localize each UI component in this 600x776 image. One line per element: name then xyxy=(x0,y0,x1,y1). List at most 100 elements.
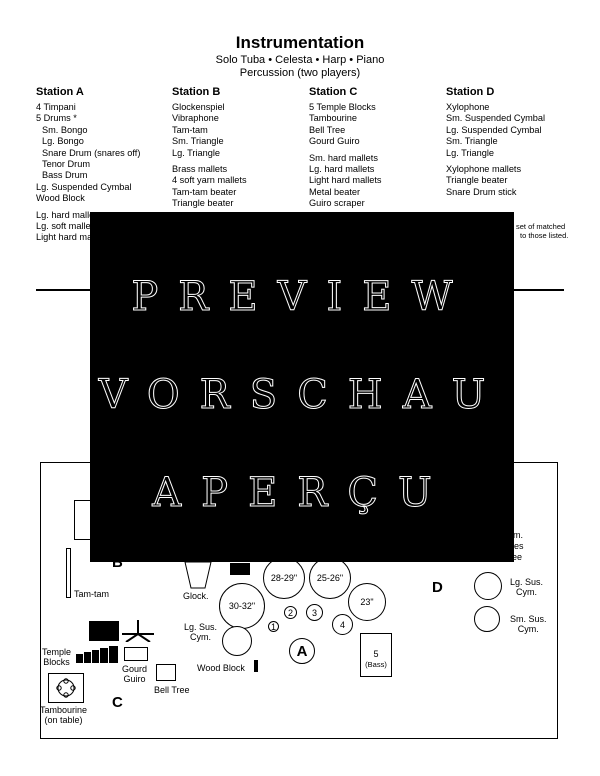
list-item: Guiro scraper xyxy=(309,198,365,209)
station-b-list: Station B Glockenspiel Vibraphone Tam-ta… xyxy=(172,86,247,210)
drum-2: 2 xyxy=(284,606,297,619)
station-c-title: Station C xyxy=(309,86,358,98)
timpani-3: 30-32" xyxy=(219,583,265,629)
station-a-title: Station A xyxy=(36,86,84,98)
list-item: Tenor Drum xyxy=(42,159,90,170)
letter-b: B xyxy=(112,554,123,571)
list-item: 5 Drums * xyxy=(36,113,77,124)
list-item: 4 soft yarn mallets xyxy=(172,175,247,186)
preview-watermark-overlay: PREVIEW VORSCHAU APERÇU xyxy=(90,212,514,562)
timpani-4: 23" xyxy=(348,583,386,621)
wood-block-label: Wood Block xyxy=(197,663,245,673)
tambourine-table xyxy=(48,673,84,703)
temple-block-4 xyxy=(100,648,108,663)
list-item: Lg. Suspended Cymbal xyxy=(446,124,542,135)
list-item: Bell Tree xyxy=(309,124,346,135)
list-item: Sm. Triangle xyxy=(446,136,498,147)
letter-c: C xyxy=(112,694,123,711)
drum-4: 4 xyxy=(332,614,353,635)
wood-block-shape xyxy=(254,660,258,672)
temple-block-1 xyxy=(76,654,83,663)
list-item: Gourd Guiro xyxy=(309,136,360,147)
list-item: Light hard mallets xyxy=(309,175,382,186)
list-item: Brass mallets xyxy=(172,164,228,175)
list-item: Tam-tam beater xyxy=(172,186,237,197)
tamtam-label: Tam-tam xyxy=(74,589,110,599)
footnote-line2: to those listed. xyxy=(520,231,569,240)
subtitle-percussion: Percussion (two players) xyxy=(239,67,361,79)
list-item: Sm. hard mallets xyxy=(309,152,378,163)
station-c-table xyxy=(89,621,119,641)
lg-sus-cym-d xyxy=(474,572,502,600)
watermark-vorschau: VORSCHAU xyxy=(98,372,506,419)
station-d-list: Station D Xylophone Sm. Suspended Cymbal… xyxy=(446,86,545,198)
station-d-title: Station D xyxy=(446,86,495,98)
list-item: Lg. Bongo xyxy=(42,136,84,147)
list-item: Sm. Triangle xyxy=(172,136,224,147)
drum-5-label: 5 xyxy=(373,649,379,659)
glockenspiel-shape xyxy=(184,561,212,589)
lg-sus-cym-d-label: Lg. Sus. Cym. xyxy=(510,577,544,597)
list-item: Lg. soft mallets xyxy=(36,221,98,232)
list-item: Sm. Suspended Cymbal xyxy=(446,113,546,124)
sm-sus-cym-d xyxy=(474,606,500,632)
list-item: Triangle beater xyxy=(172,198,234,209)
list-item: Xylophone mallets xyxy=(446,164,522,175)
list-item: Metal beater xyxy=(309,186,361,197)
partial-label-1: Sm. xyxy=(507,530,524,540)
list-item: Glockenspiel xyxy=(172,102,225,112)
sm-sus-cym-d-label: Sm. Sus. Cym. xyxy=(510,614,547,634)
drum-1: 1 xyxy=(268,621,279,632)
list-item: Lg. hard mallets xyxy=(309,164,375,175)
bass-label: (Bass) xyxy=(365,660,387,669)
temple-block-3 xyxy=(92,650,99,663)
letter-d: D xyxy=(432,579,443,596)
bell-tree-shape xyxy=(156,664,176,681)
list-item: Lg. Suspended Cymbal xyxy=(36,181,132,192)
tamtam-shape xyxy=(66,548,71,598)
list-item: Snare Drum (snares off) xyxy=(42,147,141,158)
list-item: Light hard mallets xyxy=(36,232,109,243)
list-item: 4 Timpani xyxy=(36,102,76,112)
footnote-line1: set of matched xyxy=(516,222,566,231)
timpani-1: 28-29" xyxy=(263,557,305,599)
glock-label: Glock. xyxy=(183,591,209,601)
list-item: Triangle beater xyxy=(446,175,508,186)
list-item: Xylophone xyxy=(446,102,490,112)
list-item: 5 Temple Blocks xyxy=(309,102,376,112)
partial-label-3: ee xyxy=(512,552,523,562)
letter-a: A xyxy=(289,638,315,664)
list-item: Tambourine xyxy=(309,113,358,124)
lg-sus-cym-a xyxy=(222,626,252,656)
partial-label-2: les xyxy=(512,541,524,551)
station-a-list: Station A 4 Timpani 5 Drums * Sm. Bongo … xyxy=(36,86,140,244)
subtitle-instruments: Solo Tuba • Celesta • Harp • Piano xyxy=(215,54,385,66)
temple-block-5 xyxy=(109,646,118,663)
vibraphone-shape xyxy=(74,500,92,540)
timpani-2: 25-26" xyxy=(309,557,351,599)
list-item: Lg. Triangle xyxy=(446,147,495,158)
station-b-title: Station B xyxy=(172,86,221,98)
drum-3: 3 xyxy=(306,604,323,621)
list-item: Wood Block xyxy=(36,193,85,204)
list-item: Sm. Bongo xyxy=(42,124,88,135)
triangle-stand-icon xyxy=(122,620,154,642)
temple-blocks-label: Temple Blocks xyxy=(42,647,72,667)
list-item: Bass Drum xyxy=(42,170,88,181)
list-item: Vibraphone xyxy=(172,113,219,124)
gourd-guiro-label: Gourd Guiro xyxy=(122,664,148,684)
page-title: Instrumentation xyxy=(235,33,365,52)
watermark-preview: PREVIEW xyxy=(131,274,473,321)
list-item: Lg. hard mallets xyxy=(36,209,102,220)
temple-block-2 xyxy=(84,652,91,663)
station-c-list: Station C 5 Temple Blocks Tambourine Bel… xyxy=(309,86,382,210)
bell-tree-label: Bell Tree xyxy=(154,685,190,695)
lg-sus-cym-a-label: Lg. Sus. Cym. xyxy=(184,622,218,642)
list-item: Lg. Triangle xyxy=(172,147,221,158)
gourd-guiro-shape xyxy=(124,647,148,661)
watermark-apercu: APERÇU xyxy=(152,470,452,517)
bass-drum xyxy=(360,633,392,677)
tambourine-label: Tambourine (on table) xyxy=(40,705,88,725)
tambourine-icon xyxy=(56,678,76,698)
list-item: Tam-tam xyxy=(172,124,208,135)
